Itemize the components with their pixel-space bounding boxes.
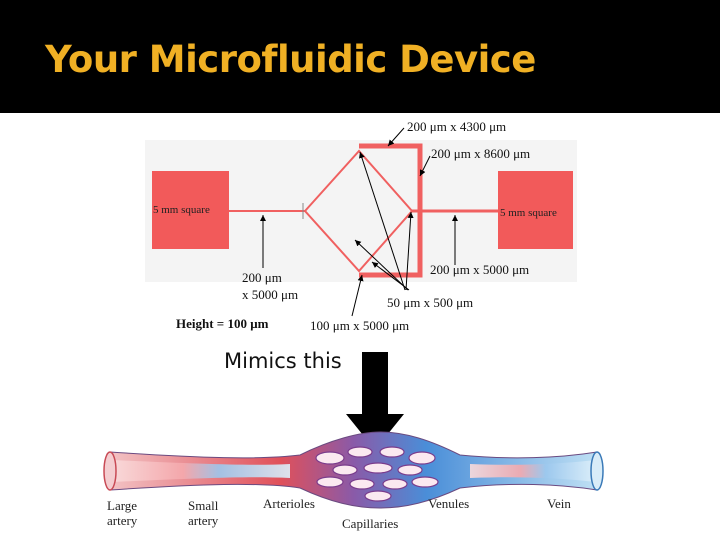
vein-label: Vein: [547, 496, 571, 511]
dim-left-label-2: x 5000 μm: [242, 287, 298, 302]
capillaries-label: Capillaries: [342, 516, 398, 531]
vein-lumen: [470, 460, 596, 482]
dim-diamond-label: 50 μm x 500 μm: [387, 295, 473, 310]
large-artery-label-2: artery: [107, 513, 138, 528]
slide-title: Your Microfluidic Device: [45, 38, 536, 81]
venules-label: Venules: [428, 496, 469, 511]
diamond-channel: [303, 149, 414, 273]
arterioles-label: Arterioles: [263, 496, 315, 511]
dimension-arrows: [260, 127, 458, 317]
height-label: Height = 100 μm: [176, 316, 269, 331]
vein-end-cap: [590, 451, 604, 491]
dim-top-label: 200 μm x 4300 μm: [407, 119, 506, 134]
small-artery-label-1: Small: [188, 498, 219, 513]
dim-right-top-label: 200 μm x 8600 μm: [431, 146, 530, 161]
left-reservoir: [152, 171, 229, 249]
artery-lumen: [112, 460, 290, 482]
caption: Mimics this: [224, 349, 342, 373]
title-bar: [0, 0, 720, 113]
capillary-network: [315, 446, 439, 502]
right-reservoir: [498, 171, 573, 249]
dim-left-label-1: 200 μm: [242, 270, 282, 285]
dim-right-bottom-label: 200 μm x 5000 μm: [430, 262, 529, 277]
artery-end-cap: [103, 451, 117, 491]
dim-bottom-label: 100 μm x 5000 μm: [310, 318, 409, 333]
large-artery-label-1: Large: [107, 498, 137, 513]
left-reservoir-label: 5 mm square: [153, 204, 210, 216]
small-artery-label-2: artery: [188, 513, 219, 528]
right-reservoir-label: 5 mm square: [500, 207, 557, 219]
